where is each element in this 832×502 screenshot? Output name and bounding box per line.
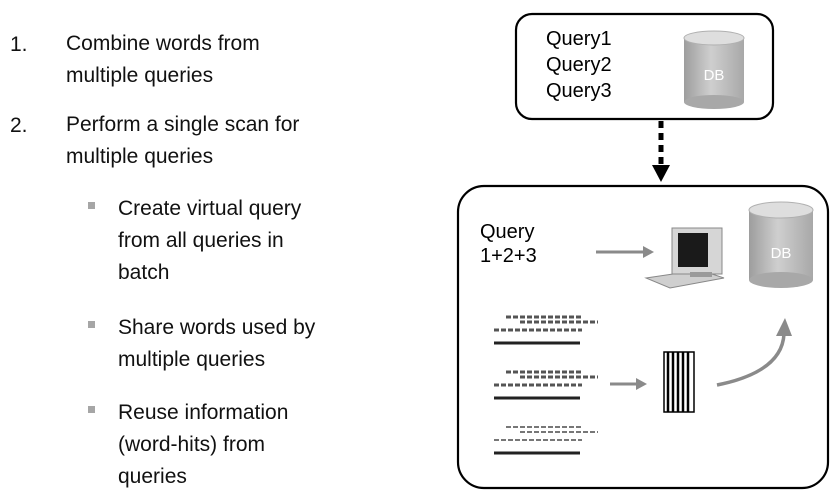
sub-bullet-1-line-1: Create virtual query [118,197,302,220]
sub-bullet-3: Reuse information (word-hits) from queri… [118,397,288,493]
computer-icon [644,227,725,289]
sub-bullet-1: Create virtual query from all queries in… [118,193,301,289]
sub-bullet-2: Share words used by multiple queries [118,312,315,376]
step-1-line-1: Combine words from [66,32,260,55]
virtual-query-box [456,184,830,490]
virtual-query-label-line-1: Query [480,221,534,243]
step-1-text: Combine words from multiple queries [66,28,260,92]
arrow-right-icon [643,246,654,258]
db-cylinder-icon [683,30,745,109]
step-2-line-1: Perform a single scan for [66,113,300,136]
square-bullet-icon [88,406,95,413]
db-cylinder-icon [748,201,814,288]
query2-label: Query2 [546,54,612,76]
word-index-icon [663,351,695,413]
step-1-line-2: multiple queries [66,64,214,87]
arrow-right-icon [636,378,647,390]
sub-bullet-3-line-3: queries [118,465,187,488]
sub-bullet-1-line-2: from all queries in [118,229,284,252]
curved-arrow-to-db [716,333,786,387]
sub-bullet-1-line-3: batch [118,261,170,284]
arrow-down-icon [652,165,670,182]
query1-label: Query1 [546,28,612,50]
sub-bullet-2-line-1: Share words used by [118,316,316,339]
step-2-text: Perform a single scan for multiple queri… [66,109,299,173]
virtual-query-label-line-2: 1+2+3 [480,245,537,267]
step-list: 1. Combine words from multiple queries 2… [10,28,315,493]
step-2-line-2: multiple queries [66,145,214,168]
word-group-3 [494,426,598,455]
sub-bullet-3-line-1: Reuse information [118,401,289,424]
db-label: DB [704,67,725,84]
step-1-number: 1. [10,33,28,56]
arrow-up-icon [776,318,792,336]
square-bullet-icon [88,321,95,328]
square-bullet-icon [88,202,95,209]
sub-bullet-3-line-2: (word-hits) from [118,433,266,456]
sub-bullet-2-line-2: multiple queries [118,348,266,371]
word-group-1 [494,315,598,345]
word-group-2 [494,370,598,400]
query3-label: Query3 [546,80,612,102]
step-2-number: 2. [10,114,28,137]
db-label: DB [771,245,792,262]
